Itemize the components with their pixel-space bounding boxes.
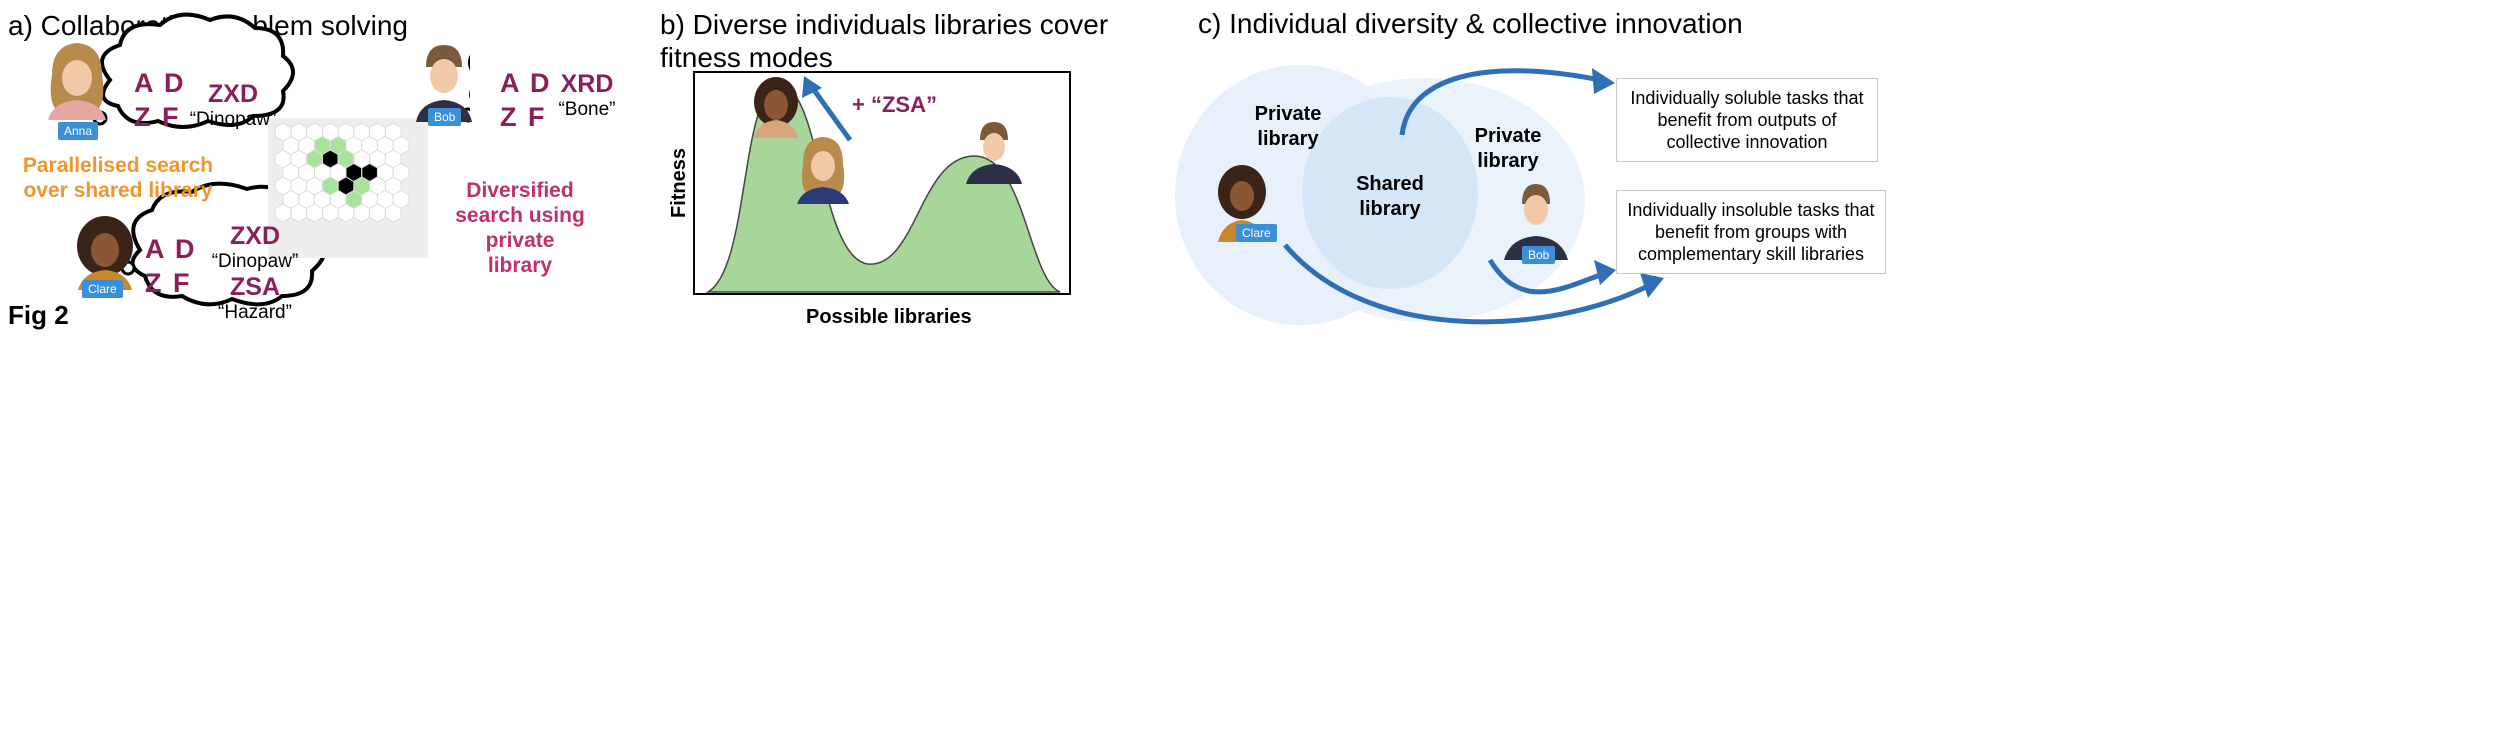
arrow-to-box1-head: [1592, 68, 1615, 94]
task-box-insoluble: Individually insoluble tasks that benefi…: [1616, 190, 1886, 274]
hex-cell: [290, 203, 307, 223]
anna-thought-cloud: [100, 12, 295, 129]
clare-letters-row-1: A D: [145, 234, 197, 264]
zsa-arrow: [811, 88, 853, 142]
hex-grid: [274, 122, 410, 223]
bob-avatar: [416, 45, 472, 122]
arrow-clare-to-box2: [1283, 243, 1652, 325]
venn-private-left-label: Private library: [1238, 102, 1338, 152]
clare-avatar-b: [754, 77, 798, 138]
panel-b-title: b) Diverse individuals libraries cover f…: [660, 8, 1108, 74]
hex-cell: [274, 203, 292, 223]
arrow-bob-to-box2: [1487, 258, 1601, 295]
clare-letters-row-2: Z F: [145, 268, 192, 298]
bob-skill-name: “Bone”: [558, 99, 616, 120]
parallelised-search-line-2: over shared library: [23, 179, 213, 202]
clare-skill-name-1: “Dinopaw”: [211, 251, 299, 272]
arrow-to-box1: [1399, 68, 1601, 136]
diversified-search-label: Diversified search using private library: [445, 178, 595, 278]
hex-cell: [353, 203, 370, 223]
anna-avatar-b: [797, 137, 849, 204]
box2-line-3: complementary skill libraries: [1637, 244, 1865, 264]
diversified-line-1: Diversified: [466, 179, 574, 202]
anna-skills: ZXD “Dinopaw”: [183, 80, 283, 131]
hex-cell: [322, 203, 339, 223]
bob-skills: XRD “Bone”: [552, 70, 622, 121]
venn-private-right-label: Private library: [1458, 124, 1558, 174]
plot-frame: [693, 71, 1071, 295]
bob-avatar-b: [966, 122, 1022, 184]
anna-skill-name: “Dinopaw”: [189, 109, 277, 130]
bob-skill-code: XRD: [560, 70, 614, 98]
parallelised-search-label: Parallelised search over shared library: [18, 153, 218, 203]
panel-b-title-line-2: fitness modes: [660, 42, 833, 73]
zsa-annotation: + “ZSA”: [852, 92, 937, 117]
task-box-soluble: Individually soluble tasks that benefit …: [1616, 78, 1878, 162]
anna-letters: A D Z F: [134, 66, 186, 134]
anna-letters-row-2: Z F: [134, 102, 181, 132]
private-right-line-2: library: [1477, 150, 1539, 172]
hex-cell: [369, 203, 386, 223]
clare-skills: ZXD “Dinopaw” ZSA “Hazard”: [205, 222, 305, 324]
hex-cell: [306, 203, 323, 223]
anna-avatar: [48, 43, 106, 120]
box2-line-1: Individually insoluble tasks that: [1627, 200, 1875, 220]
clare-letters: A D Z F: [145, 232, 197, 300]
anna-letters-row-1: A D: [134, 68, 186, 98]
clare-skill-code-1: ZXD: [230, 222, 280, 250]
shared-line-2: library: [1359, 198, 1421, 220]
arrow-bob-to-box2-head: [1594, 260, 1616, 285]
box1-line-3: collective innovation: [1666, 132, 1828, 152]
zsa-arrowhead: [802, 76, 822, 98]
clare-skill-name-2: “Hazard”: [218, 302, 292, 323]
private-left-line-1: Private: [1254, 103, 1322, 125]
shared-line-1: Shared: [1356, 173, 1424, 195]
panel-b-ylabel: Fitness: [668, 147, 690, 218]
venn-shared-circle: [1302, 97, 1478, 289]
anna-name-badge: Anna: [58, 122, 99, 140]
figure-label: Fig 2: [8, 300, 69, 330]
clare-avatar: [77, 216, 133, 290]
clare-name-badge-c: Clare: [1236, 224, 1277, 242]
hex-cell: [337, 203, 355, 223]
private-left-line-2: library: [1257, 128, 1319, 150]
clare-skill-code-2: ZSA: [230, 273, 280, 301]
bob-letters-row-2: Z F: [500, 102, 547, 132]
diversified-line-4: library: [487, 254, 553, 277]
bob-letters-row-1: A D: [500, 68, 552, 98]
diversified-line-2: search using: [455, 204, 585, 227]
venn-diagram: [1175, 65, 1664, 325]
diversified-line-3: private: [485, 229, 555, 252]
box1-line-1: Individually soluble tasks that: [1630, 88, 1864, 108]
box1-line-2: benefit from outputs of: [1657, 110, 1837, 130]
bob-name-badge-c: Bob: [1522, 246, 1556, 264]
arrow-clare-to-box2-head: [1640, 273, 1664, 298]
parallelised-search-line-1: Parallelised search: [22, 154, 214, 177]
panel-b-title-line-1: b) Diverse individuals libraries cover: [660, 9, 1109, 40]
bob-name-badge: Bob: [428, 108, 462, 126]
clare-name-badge: Clare: [82, 280, 123, 298]
box2-line-2: benefit from groups with: [1654, 222, 1848, 242]
anna-skill-code: ZXD: [208, 80, 258, 108]
panel-b-xlabel: Possible libraries: [806, 306, 972, 328]
private-right-line-1: Private: [1474, 125, 1542, 147]
hex-cell: [385, 203, 402, 223]
venn-shared-label: Shared library: [1340, 172, 1440, 222]
bob-letters: A D Z F: [500, 66, 552, 134]
panel-a-graphics: [84, 12, 470, 307]
panel-c-title: c) Individual diversity & collective inn…: [1198, 8, 1743, 39]
